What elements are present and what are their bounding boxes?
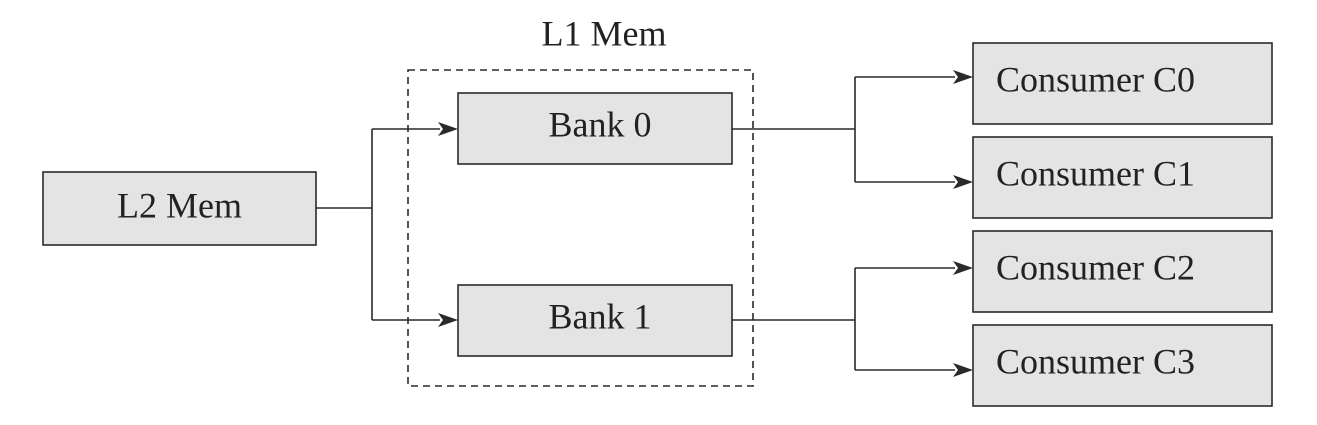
bank1-trunk bbox=[732, 268, 856, 370]
l2-mem-label: L2 Mem bbox=[117, 185, 242, 225]
arrow-to-bank1 bbox=[438, 313, 458, 327]
bank0-node: Bank 0 bbox=[457, 92, 733, 165]
consumer-c2-node: Consumer C2 bbox=[972, 230, 1273, 313]
l2-mem-node: L2 Mem bbox=[42, 171, 317, 246]
arrow-to-c0 bbox=[953, 70, 973, 84]
consumer-c3-box bbox=[972, 324, 1273, 407]
consumer-c0-label: Consumer C0 bbox=[996, 59, 1195, 99]
consumer-c2-box bbox=[972, 230, 1273, 313]
consumer-c3-node: Consumer C3 bbox=[972, 324, 1273, 407]
bank1-box bbox=[457, 284, 733, 357]
arrow-to-c2 bbox=[953, 261, 973, 275]
arrow-to-c3 bbox=[953, 363, 973, 377]
l2-to-bank-trunk bbox=[316, 129, 373, 320]
consumer-c1-label: Consumer C1 bbox=[996, 153, 1195, 193]
consumer-c0-node: Consumer C0 bbox=[972, 42, 1273, 125]
consumer-c1-node: Consumer C1 bbox=[972, 136, 1273, 219]
l2-to-banks-connector bbox=[316, 122, 458, 327]
bank0-box bbox=[457, 92, 733, 165]
bank0-trunk bbox=[732, 77, 856, 182]
l1-mem-group: L1 Mem bbox=[407, 13, 754, 387]
l2-mem-box bbox=[42, 171, 317, 246]
l1-mem-group-border bbox=[407, 69, 754, 387]
arrow-to-bank0 bbox=[438, 122, 458, 136]
consumer-c0-box bbox=[972, 42, 1273, 125]
bank1-to-consumers-connector bbox=[732, 261, 973, 377]
bank0-label: Bank 0 bbox=[549, 104, 652, 144]
bank1-label: Bank 1 bbox=[549, 296, 652, 336]
bank0-to-consumers-connector bbox=[732, 70, 973, 189]
consumer-c2-label: Consumer C2 bbox=[996, 247, 1195, 287]
bank1-node: Bank 1 bbox=[457, 284, 733, 357]
arrow-to-c1 bbox=[953, 175, 973, 189]
l1-mem-title: L1 Mem bbox=[542, 13, 667, 53]
consumer-c3-label: Consumer C3 bbox=[996, 341, 1195, 381]
consumer-c1-box bbox=[972, 136, 1273, 219]
